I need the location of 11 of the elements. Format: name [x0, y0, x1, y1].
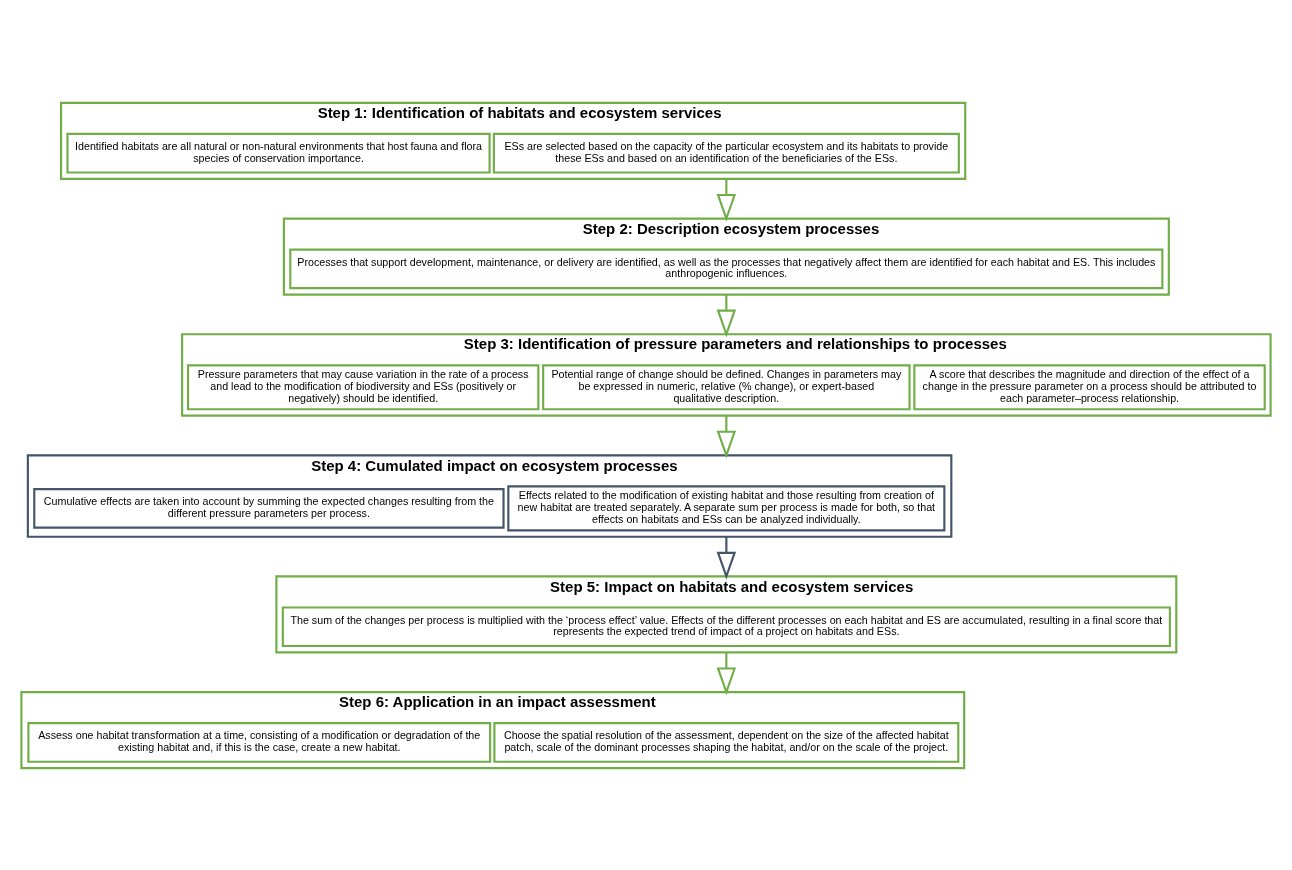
node-box: ESs are selected based on the capacity of the particular ecosystem and its habitats to provide these ESs and based on an identification of the beneficiaries of the ESs. [492, 132, 960, 174]
node-box: Cumulative effects are taken into account by summing the expected changes resulting from the different pressure parameters per process. [33, 487, 505, 529]
node-box: Assess one habitat transformation at a time, consisting of a modification or degradation of the existing habitat and, if this is the case, create a new habitat. [27, 721, 492, 763]
node-box: Processes that support development, maintenance, or delivery are identified, as well as the processes that negatively affect them are identified for each habitat and ES. This includes anthropogenic influences. [289, 248, 1164, 289]
node-box: The sum of the changes per process is multiplied with the ‘process effect’ value. Effects of the different processes on each habitat and ES are accumulated, resulting in a final score that represents the expected trend of impact of a project on habitats and ESs. [281, 605, 1171, 647]
node-box: A score that describes the magnitude and direction of the effect of a change in the pressure parameter on a process should be attributed to each parameter–process relationship. [913, 363, 1266, 410]
node-box: Potential range of change should be defined. Changes in parameters may be expressed in numeric, relative (% change), or expert-based qualitative description. [542, 363, 911, 410]
node-box: Effects related to the modification of existing habitat and those resulting from creation of new habitat are treated separately. A separate sum per process is made for both, so that effects on habitats and ESs can be analyzed individually. [507, 484, 946, 531]
node-box: Identified habitats are all natural or non-natural environments that host fauna and flora species of conservation importance. [66, 132, 491, 174]
node-box: Pressure parameters that may cause variation in the rate of a process and lead to the modification of biodiversity and ESs (positively or negatively) should be identified. [186, 363, 540, 410]
node-box: Choose the spatial resolution of the assessment, dependent on the size of the affected habitat patch, scale of the dominant processes shaping the habitat, and/or on the scale of the project. [493, 721, 960, 763]
